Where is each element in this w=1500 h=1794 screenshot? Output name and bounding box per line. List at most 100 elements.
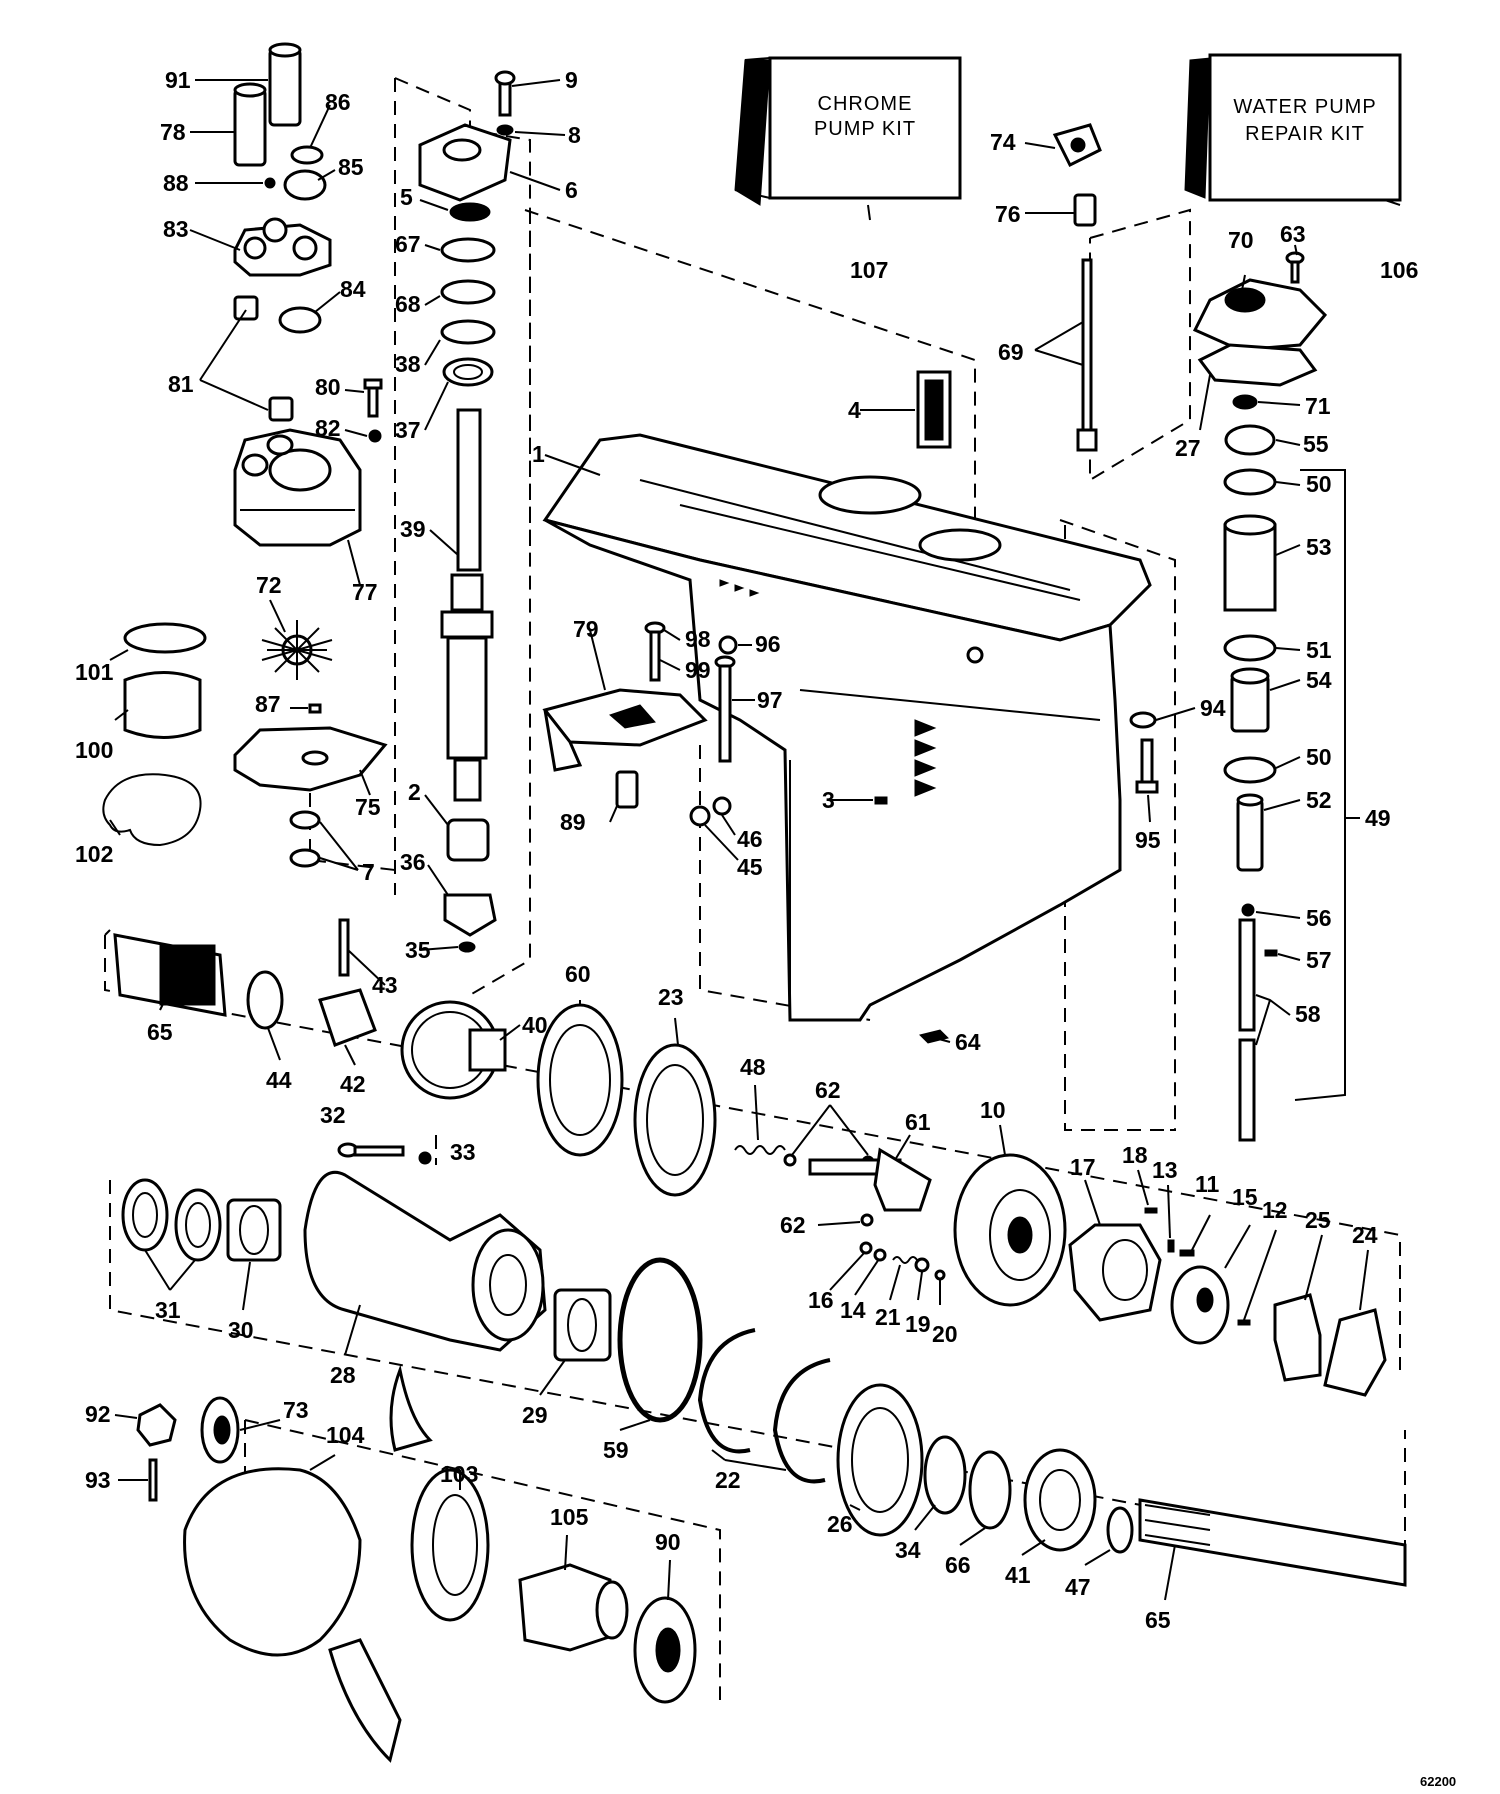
spring-21 — [892, 1256, 918, 1264]
callout-5: 5 — [400, 184, 413, 210]
callout-68: 68 — [395, 291, 421, 317]
callout-45: 45 — [737, 854, 763, 880]
drive-shaft-39 — [440, 408, 494, 802]
callout-64: 64 — [955, 1029, 981, 1055]
o-ring-51 — [1223, 634, 1277, 662]
callout-62-lower: 62 — [780, 1212, 806, 1238]
callout-75: 75 — [355, 794, 381, 820]
seals-31 — [121, 1178, 222, 1262]
screw-3 — [874, 796, 888, 805]
callout-93: 93 — [85, 1467, 111, 1493]
chrome-kit-line1: CHROME — [818, 93, 913, 115]
forward-gear-40 — [400, 1000, 507, 1100]
callout-60: 60 — [565, 961, 591, 987]
callout-4: 4 — [848, 397, 861, 423]
callout-11: 11 — [1195, 1171, 1220, 1197]
callout-73: 73 — [283, 1397, 309, 1423]
thrust-bearing-66 — [968, 1450, 1012, 1530]
callout-31: 31 — [155, 1297, 181, 1323]
bearing-29 — [553, 1288, 612, 1362]
washer-38 — [440, 319, 496, 345]
callout-82: 82 — [315, 415, 341, 441]
callout-77: 77 — [352, 579, 378, 605]
connector-74 — [1052, 123, 1102, 168]
bearing-30 — [226, 1198, 282, 1262]
anode-fins — [914, 719, 937, 797]
pin-12 — [1237, 1319, 1251, 1326]
bearing-carrier-28 — [303, 1170, 547, 1352]
callout-48: 48 — [740, 1054, 766, 1080]
reverse-gear-41 — [1023, 1448, 1097, 1552]
callout-12: 12 — [1262, 1197, 1288, 1223]
screw-32 — [337, 1142, 405, 1158]
callout-46: 46 — [737, 826, 763, 852]
gearcase-housing — [542, 433, 1152, 1022]
callout-3: 3 — [822, 787, 835, 813]
pin-43 — [338, 918, 350, 977]
seal-7a — [289, 810, 321, 830]
pin-57 — [1264, 949, 1278, 957]
callout-54: 54 — [1306, 667, 1332, 693]
ball-62a — [783, 1153, 797, 1167]
callout-18: 18 — [1122, 1142, 1148, 1168]
pin-13 — [1167, 1239, 1175, 1253]
callout-72: 72 — [256, 572, 282, 598]
callout-26: 26 — [827, 1511, 853, 1537]
ball-19 — [914, 1257, 930, 1273]
water-pump-housing-77 — [233, 428, 362, 547]
callout-34: 34 — [895, 1537, 921, 1563]
callout-8: 8 — [568, 122, 581, 148]
callout-78: 78 — [160, 119, 186, 145]
callout-50-lower: 50 — [1306, 744, 1332, 770]
callout-58: 58 — [1295, 1001, 1321, 1027]
seal-56 — [1241, 903, 1255, 917]
callout-17: 17 — [1070, 1154, 1096, 1180]
screw-95 — [1135, 738, 1159, 794]
callout-2: 2 — [408, 779, 421, 805]
propeller-shaft-65b — [1138, 1498, 1407, 1587]
cradle-15 — [1170, 1265, 1230, 1345]
callout-83: 83 — [163, 216, 189, 242]
impeller-liner-100 — [123, 671, 202, 739]
ball-62c — [860, 1213, 874, 1227]
callout-14: 14 — [840, 1297, 866, 1323]
ball-14 — [873, 1248, 887, 1262]
grommet-81a — [233, 295, 259, 321]
washer-33 — [418, 1151, 432, 1165]
callout-104: 104 — [326, 1422, 365, 1448]
callout-85: 85 — [338, 154, 364, 180]
callout-96: 96 — [755, 631, 781, 657]
washer-8 — [496, 124, 514, 136]
rod-link-76 — [1073, 193, 1097, 227]
washer-67 — [440, 237, 496, 263]
seal-7b — [289, 848, 321, 868]
callout-101: 101 — [75, 659, 114, 685]
callout-28: 28 — [330, 1362, 356, 1388]
callout-56: 56 — [1306, 905, 1332, 931]
callout-10: 10 — [980, 1097, 1006, 1123]
retainer-24 — [1323, 1308, 1387, 1397]
grommet-81b — [268, 396, 294, 422]
impeller-plate-101 — [123, 622, 207, 654]
shifter-61 — [808, 1147, 932, 1212]
water-pump-kit-box: WATER PUMP REPAIR KIT — [1184, 53, 1402, 202]
callout-29: 29 — [522, 1402, 548, 1428]
callout-97: 97 — [757, 687, 783, 713]
washer-46 — [712, 796, 732, 816]
washer-34 — [923, 1435, 967, 1515]
shift-rod-58 — [1238, 918, 1256, 1142]
pin-87 — [308, 703, 322, 714]
callout-41: 41 — [1005, 1562, 1031, 1588]
reverse-gear-10 — [953, 1153, 1067, 1307]
o-ring-50b — [1223, 756, 1277, 784]
grommet-85 — [283, 169, 327, 201]
callout-53: 53 — [1306, 534, 1332, 560]
callout-81: 81 — [168, 371, 194, 397]
callout-106: 106 — [1380, 257, 1418, 283]
ball-16 — [859, 1241, 873, 1255]
washer-82 — [368, 429, 382, 443]
washer-73 — [200, 1396, 240, 1464]
callout-71: 71 — [1305, 393, 1331, 419]
pump-sleeves — [233, 42, 302, 167]
spacer-90 — [633, 1596, 697, 1704]
